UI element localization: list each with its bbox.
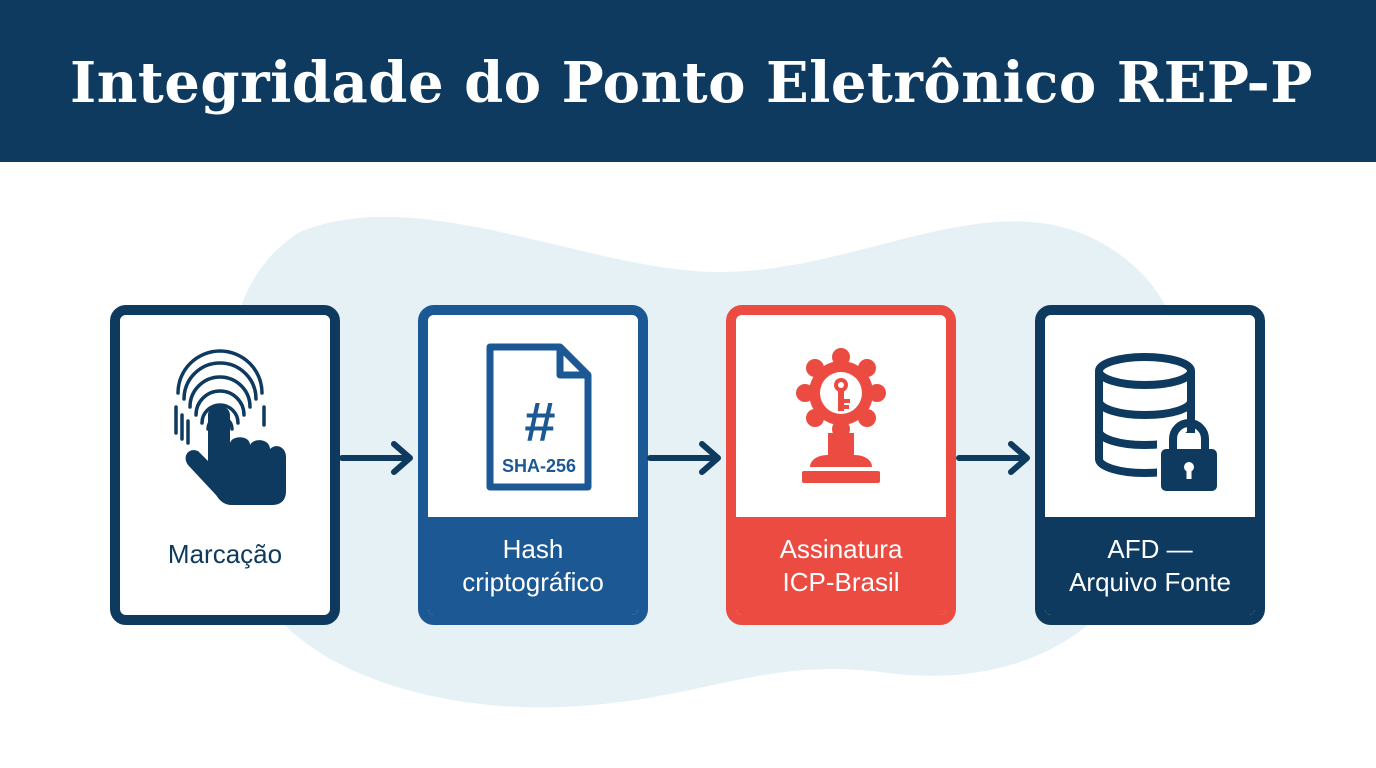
step-label: Marcação	[120, 505, 330, 603]
step-card-marcacao: Marcação	[110, 305, 340, 625]
step-label-line: Arquivo Fonte	[1069, 567, 1231, 597]
header-banner: Integridade do Ponto Eletrônico REP-P	[0, 0, 1376, 162]
step-label-line: ICP-Brasil	[782, 567, 900, 597]
hash-symbol: #	[524, 390, 555, 453]
step-label-text: AFD — Arquivo Fonte	[1069, 533, 1231, 599]
step-label: Hash criptográfico	[428, 517, 638, 615]
page-title: Integridade do Ponto Eletrônico REP-P	[70, 50, 1313, 116]
hash-document-icon: # SHA-256	[486, 343, 592, 491]
arrow-right-icon	[647, 441, 721, 475]
key-stamp-icon	[796, 348, 886, 483]
icon-area	[120, 315, 330, 517]
step-label: AFD — Arquivo Fonte	[1045, 517, 1255, 615]
step-label: Assinatura ICP-Brasil	[736, 517, 946, 615]
step-label-text: Assinatura ICP-Brasil	[780, 533, 903, 599]
fingerprint-touch-icon	[174, 349, 286, 505]
step-label-line: Hash	[502, 534, 564, 564]
step-label-text: Marcação	[168, 538, 282, 571]
step-label-line: Assinatura	[779, 534, 903, 564]
step-card-assinatura: Assinatura ICP-Brasil	[726, 305, 956, 625]
step-label-line: AFD —	[1107, 534, 1193, 564]
icon-area: # SHA-256	[428, 315, 638, 517]
step-card-hash: # SHA-256 Hash criptográfico	[418, 305, 648, 625]
arrow-right-icon	[339, 441, 413, 475]
database-lock-icon	[1095, 353, 1221, 495]
arrow-right-icon	[956, 441, 1030, 475]
hash-algorithm-label: SHA-256	[502, 456, 576, 476]
icon-area	[736, 315, 946, 517]
step-label-text: Hash criptográfico	[462, 533, 604, 599]
step-card-afd: AFD — Arquivo Fonte	[1035, 305, 1265, 625]
step-label-line: criptográfico	[462, 567, 604, 597]
icon-area	[1045, 315, 1255, 517]
step-label-line: Marcação	[167, 538, 283, 569]
